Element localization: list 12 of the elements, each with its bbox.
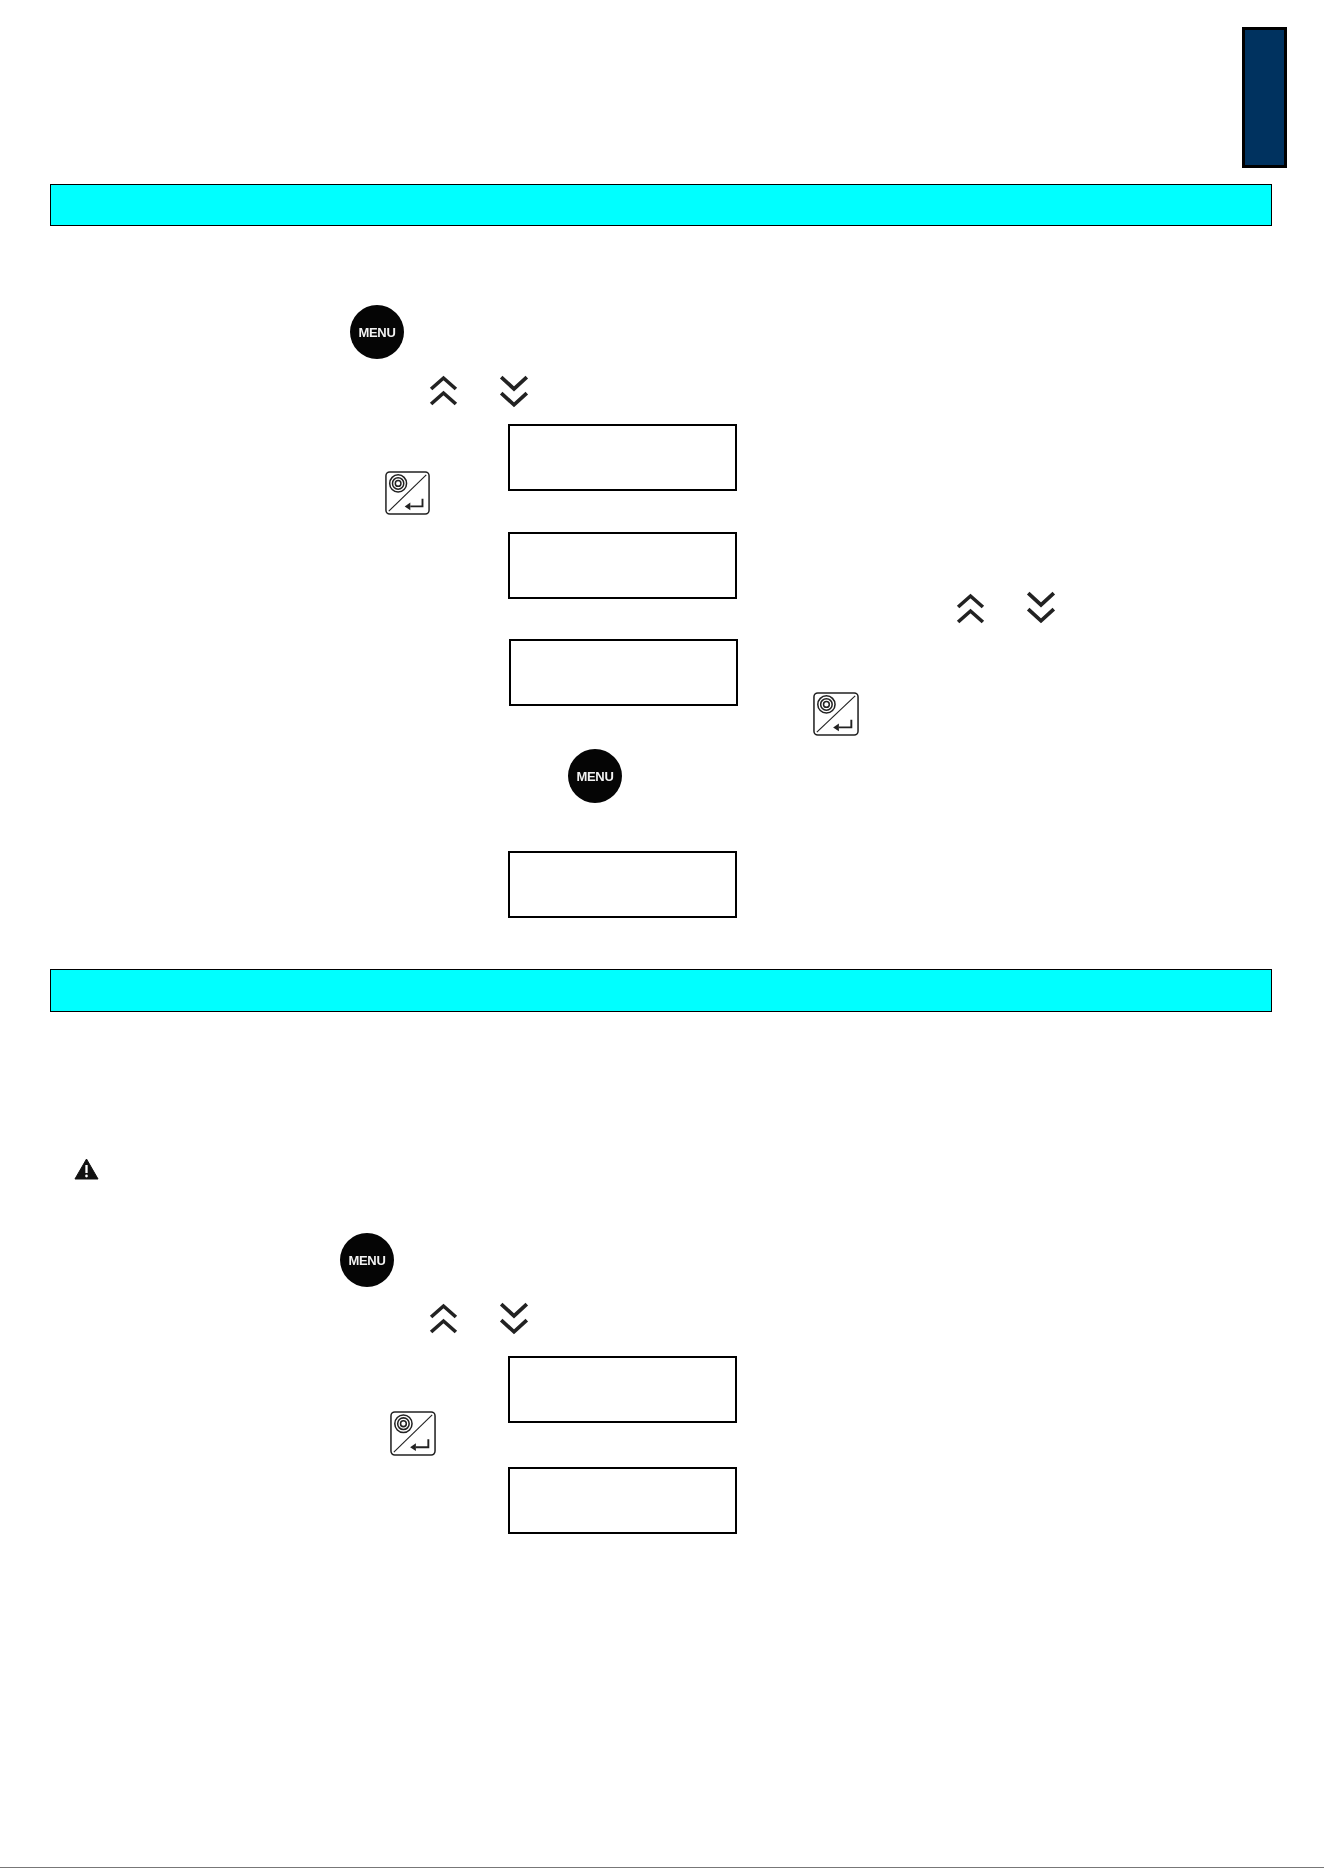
menu-key: MENU (568, 749, 622, 803)
display-box (508, 1356, 737, 1423)
display-box (508, 1467, 737, 1534)
menu-key: MENU (340, 1233, 394, 1287)
section-header-bar (50, 184, 1272, 226)
display-box (509, 639, 738, 706)
side-tab (1242, 27, 1287, 168)
display-box (508, 424, 737, 491)
display-box (508, 851, 737, 918)
section-header-bar (50, 969, 1272, 1012)
display-box (508, 532, 737, 599)
menu-key: MENU (350, 305, 404, 359)
